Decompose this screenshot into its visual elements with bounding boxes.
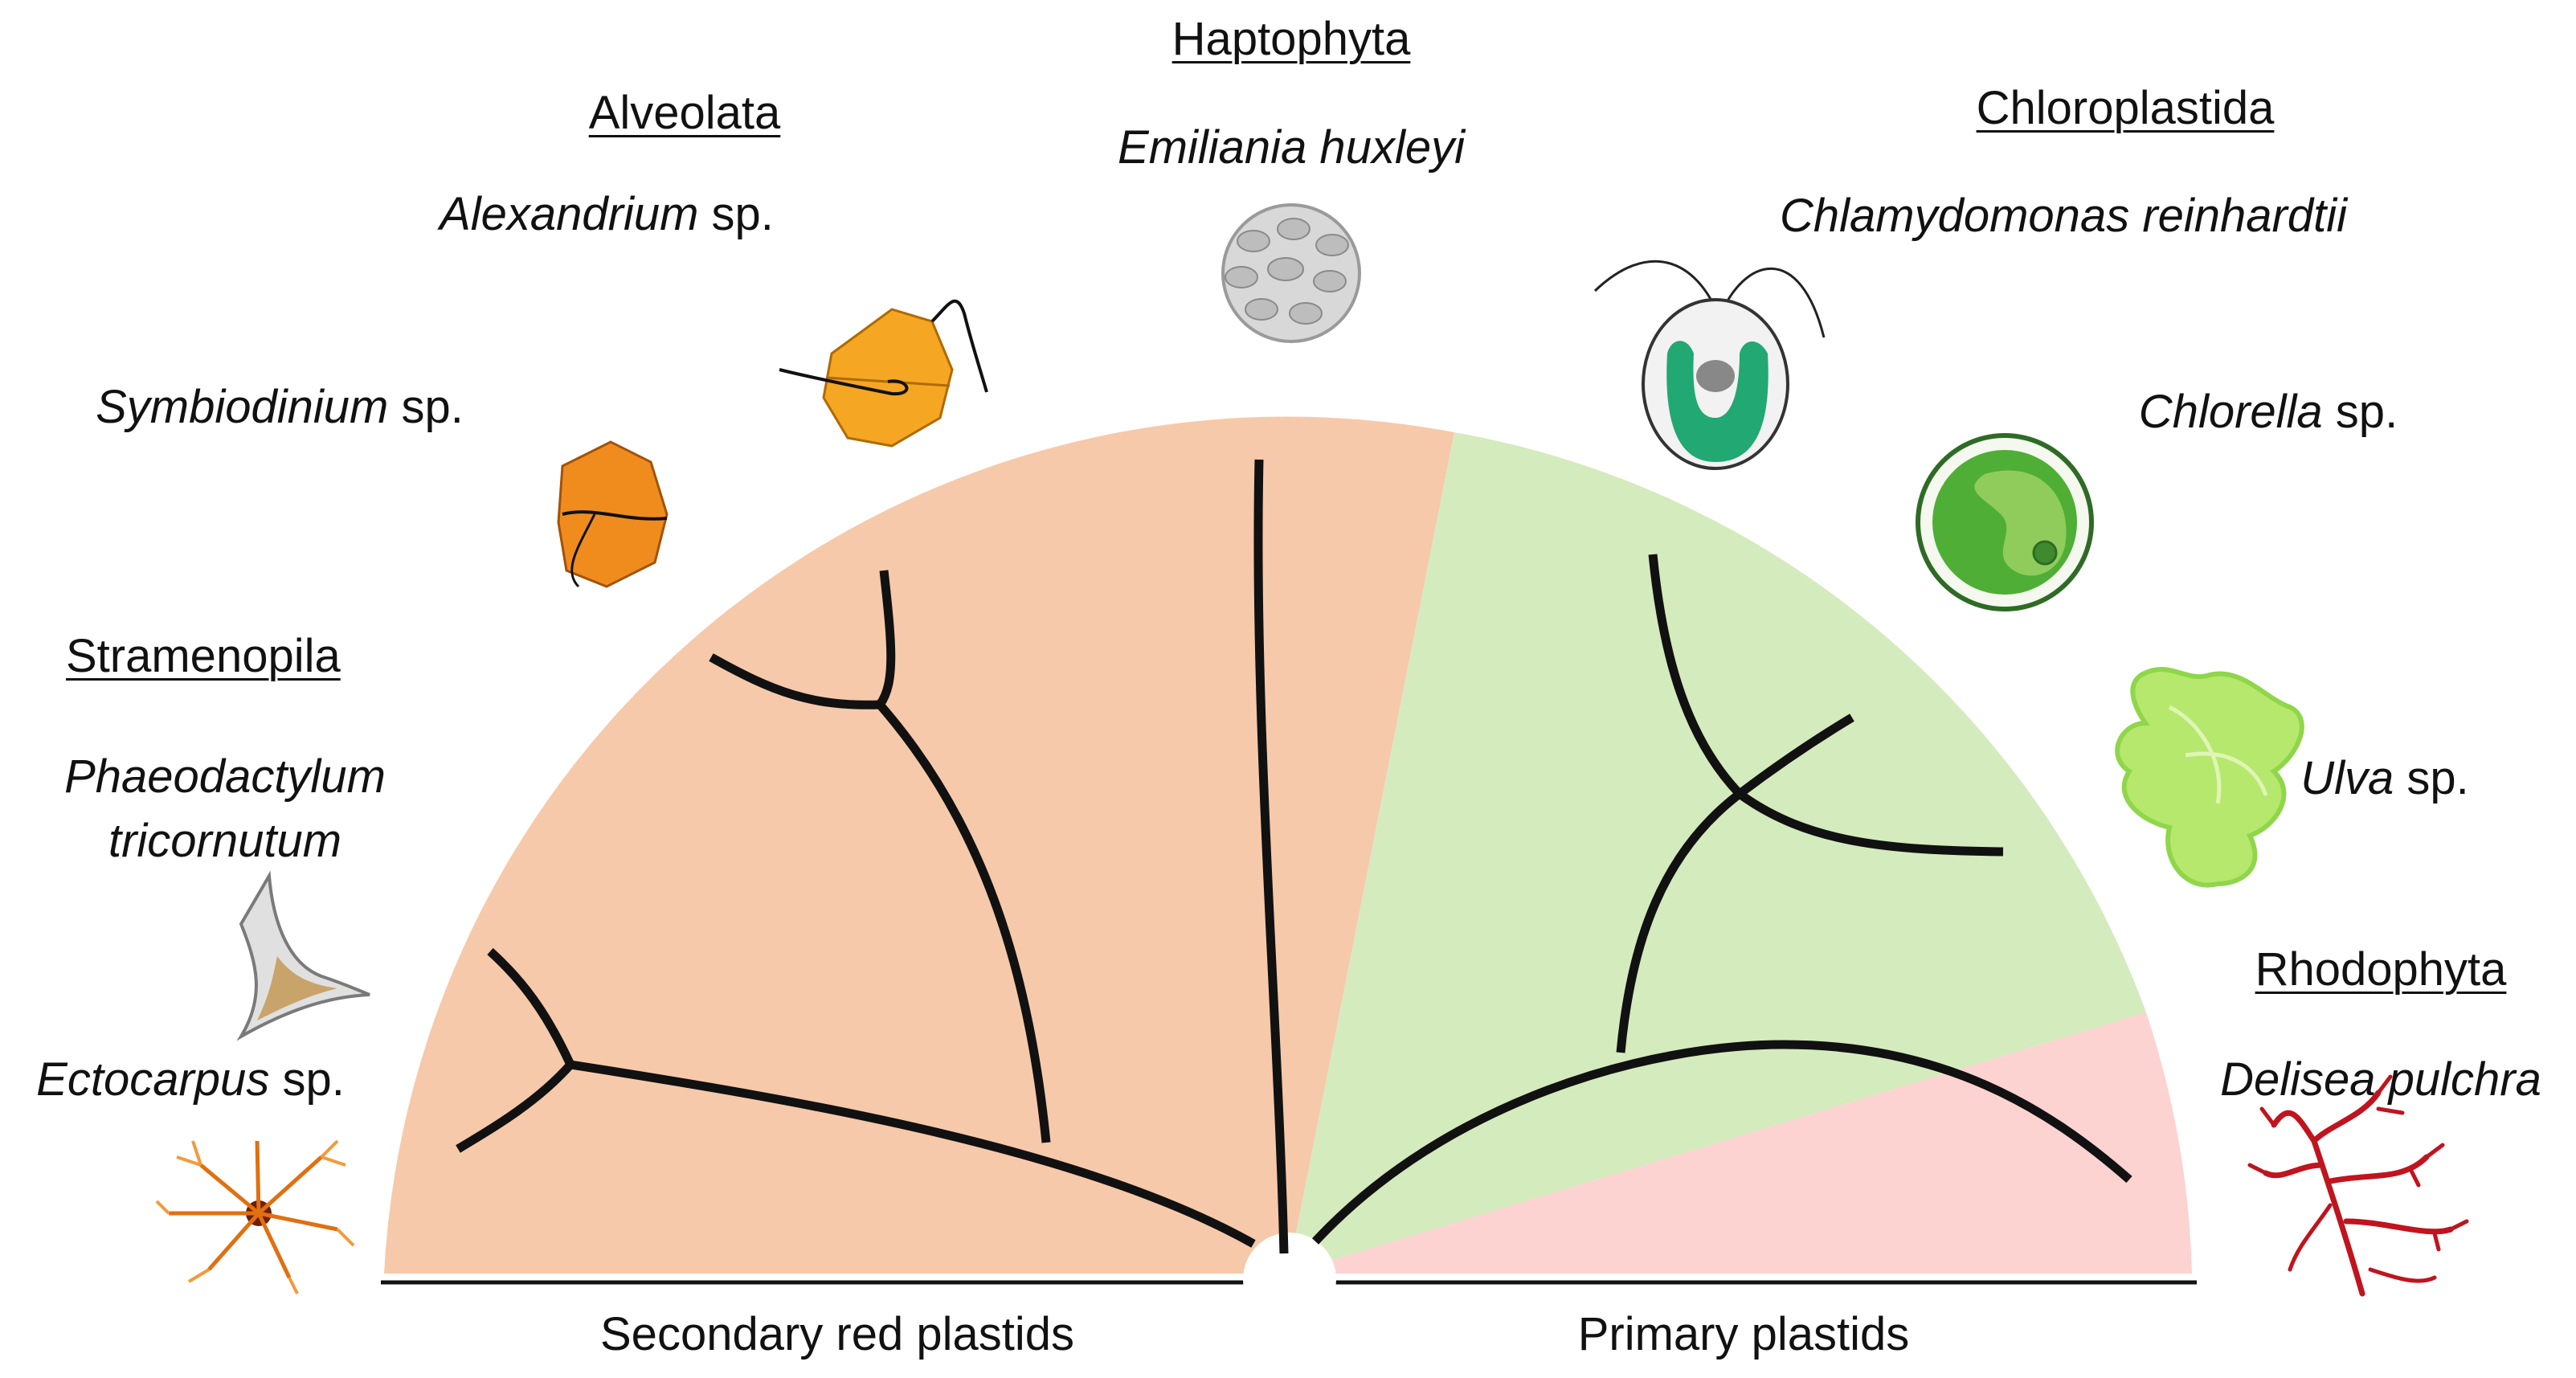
group-label-stramenopila: Stramenopila	[66, 630, 341, 682]
branch-stramenopila-lower	[456, 1061, 574, 1153]
group-label-rhodophyta: Rhodophyta	[2255, 943, 2507, 996]
symbiodinium-dinoflagellate-icon	[557, 440, 669, 588]
species-name-ulva: Ulva	[2300, 752, 2394, 804]
branch-stramenopila-trunk	[570, 1060, 1256, 1248]
branch-haptophyta	[1253, 459, 1289, 1254]
baseline-label-primary-plastids: Primary plastids	[1577, 1308, 1910, 1360]
secondary-red-tree	[456, 459, 1289, 1254]
emiliania-coccolith-icon	[1221, 203, 1361, 343]
branch-chlorella	[1736, 714, 1854, 798]
species-label-phaeodactylum-line2: tricornutum	[108, 818, 341, 865]
root-notch	[1243, 1233, 1336, 1326]
species-name-chlorella: Chlorella	[2138, 386, 2323, 438]
species-suffix-ulva: sp.	[2394, 752, 2469, 804]
secondary-red-plastid-sector	[384, 416, 1454, 1274]
primary-plastid-tree	[1311, 554, 2132, 1245]
chlamydomonas-cell-icon	[1593, 260, 1826, 470]
species-suffix-chlorella: sp.	[2322, 386, 2398, 438]
species-name-alexandrium: Alexandrium	[440, 188, 699, 240]
ulva-sea-lettuce-icon	[2115, 666, 2304, 888]
species-label-delisea: Delisea pulchra	[2220, 1057, 2541, 1103]
species-name-phaeodactylum-1: Phaeodactylum	[64, 750, 386, 803]
species-label-symbiodinium: Symbiodinium sp.	[96, 384, 464, 431]
species-name-delisea: Delisea pulchra	[2220, 1053, 2541, 1106]
species-suffix-alexandrium: sp.	[698, 188, 774, 240]
branch-stramenopila-upper	[487, 947, 574, 1067]
species-label-chlamydomonas: Chlamydomonas reinhardtii	[1780, 193, 2347, 239]
branch-chlamydomonas	[1648, 554, 1743, 797]
branch-alveolata-right	[876, 570, 896, 708]
species-label-alexandrium: Alexandrium sp.	[440, 191, 774, 238]
branch-ulva	[1736, 790, 2004, 857]
delisea-red-alga-icon	[2247, 1074, 2469, 1297]
branch-chloroplastida-stem	[1616, 790, 1743, 1053]
group-label-chloroplastida: Chloroplastida	[1976, 82, 2275, 134]
species-suffix-symbiodinium: sp.	[388, 381, 464, 433]
branch-alveolata-left	[709, 653, 881, 709]
species-label-phaeodactylum-line1: Phaeodactylum	[64, 754, 386, 800]
species-label-ectocarpus: Ectocarpus sp.	[36, 1057, 345, 1103]
species-name-chlamydomonas: Chlamydomonas reinhardtii	[1780, 190, 2347, 242]
species-suffix-ectocarpus: sp.	[269, 1053, 345, 1106]
ectocarpus-brown-alga-icon	[155, 1139, 355, 1294]
baseline-label-secondary-red-plastids: Secondary red plastids	[600, 1308, 1074, 1360]
chlorella-cell-icon	[1916, 433, 2094, 611]
group-label-haptophyta: Haptophyta	[1171, 13, 1411, 65]
group-label-alveolata: Alveolata	[588, 87, 781, 139]
species-name-ectocarpus: Ectocarpus	[36, 1053, 270, 1106]
species-name-emiliania: Emiliania huxleyi	[1118, 121, 1465, 174]
species-name-symbiodinium: Symbiodinium	[96, 381, 389, 433]
phaeodactylum-diatom-icon	[236, 870, 370, 1041]
alexandrium-dinoflagellate-icon	[779, 299, 988, 448]
species-label-ulva: Ulva sp.	[2300, 755, 2469, 802]
branch-primary-trunk	[1311, 1040, 2132, 1245]
branch-alveolata-trunk	[876, 701, 1051, 1143]
species-label-chlorella: Chlorella sp.	[2139, 389, 2398, 435]
species-label-emiliania: Emiliania huxleyi	[1118, 125, 1465, 171]
species-name-phaeodactylum-2: tricornutum	[108, 815, 342, 867]
